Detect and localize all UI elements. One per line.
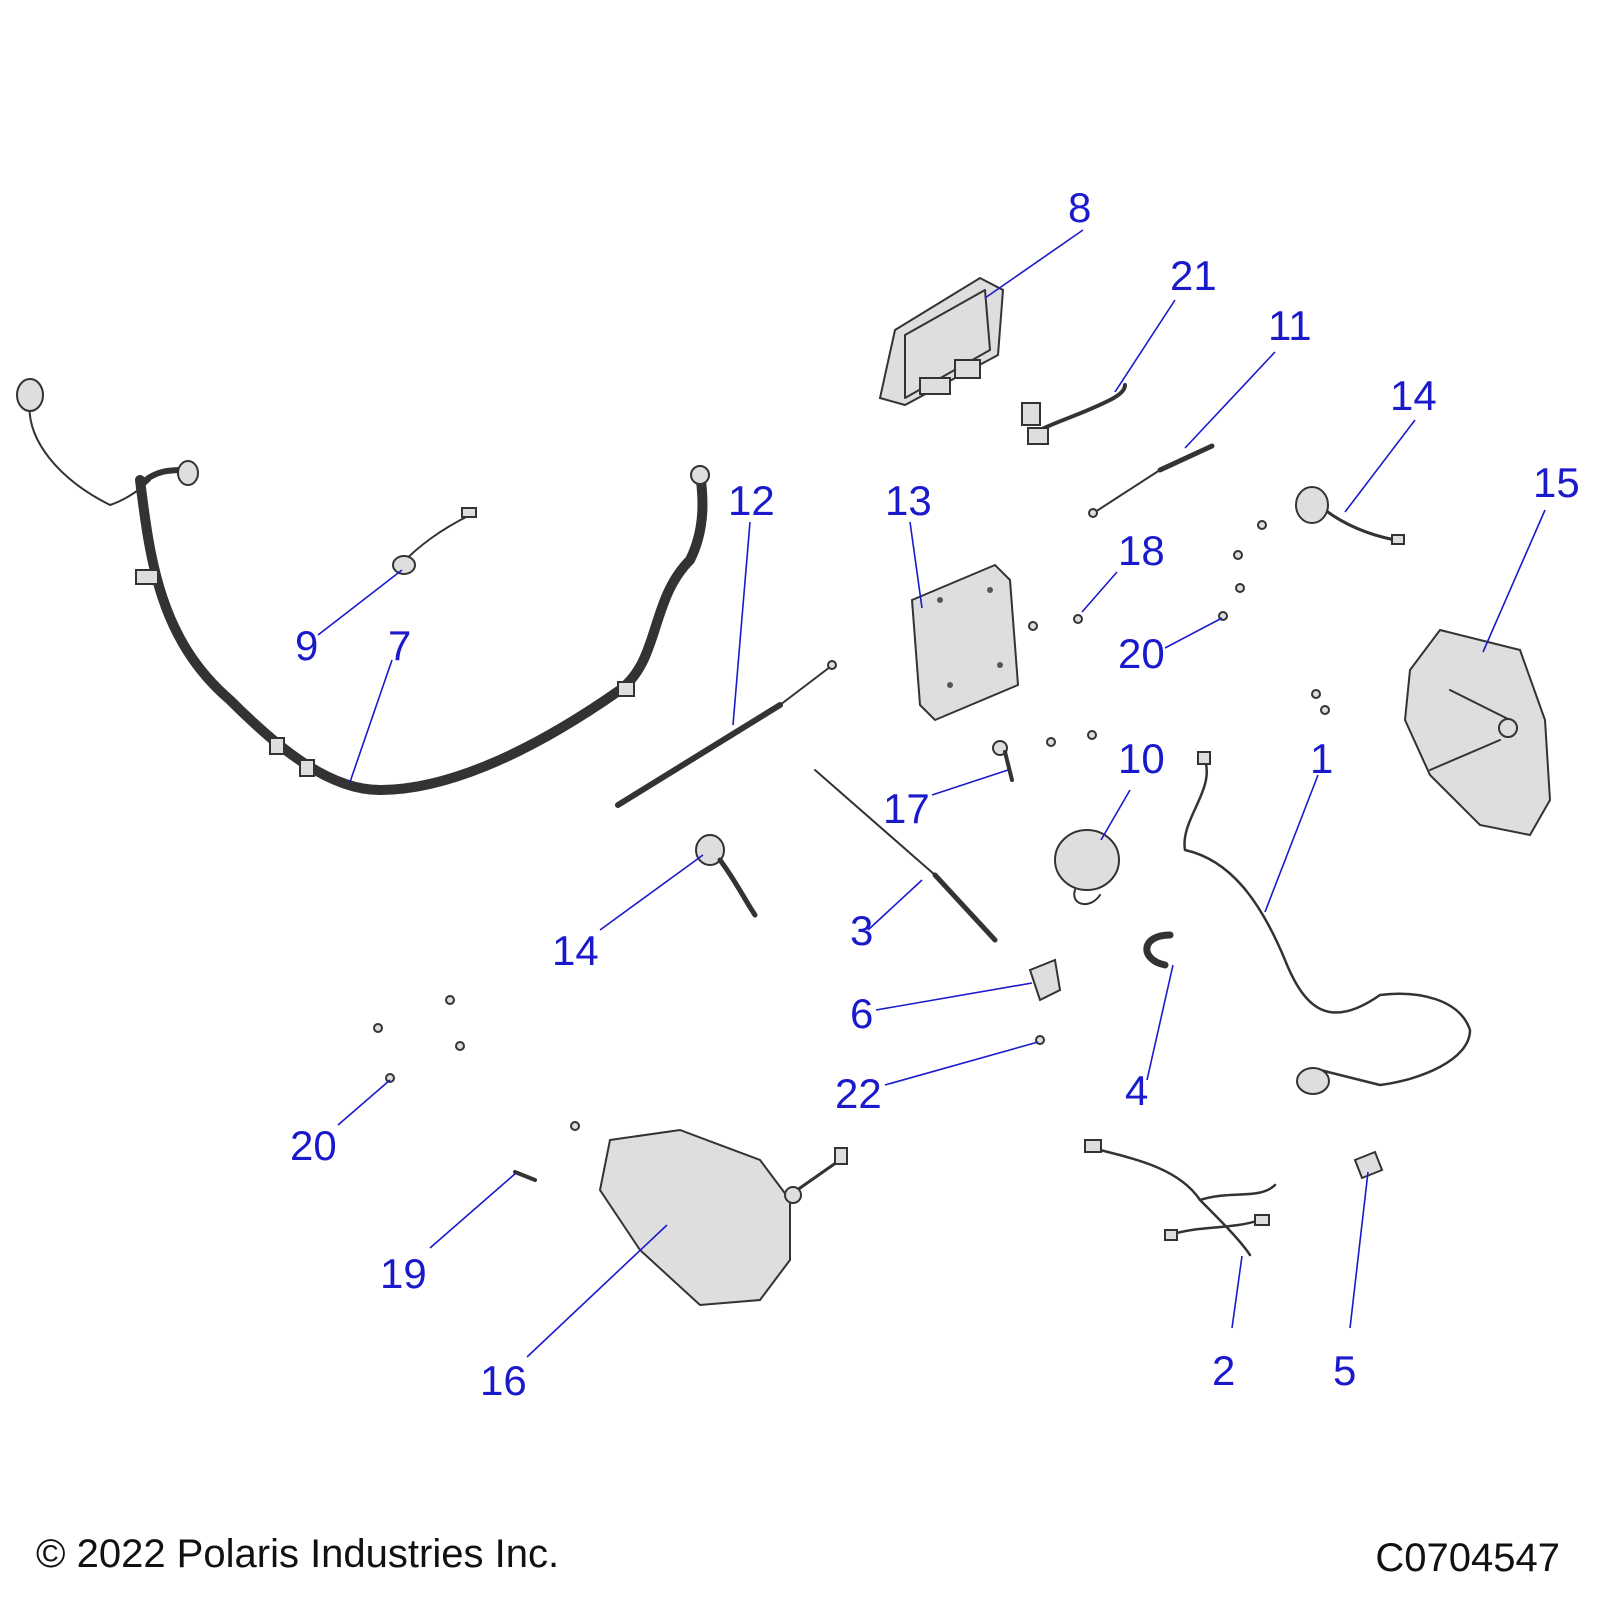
part-19-pin (513, 1170, 537, 1182)
part-14-connector-lower (695, 834, 758, 918)
callout-13: 13 (885, 477, 932, 524)
callout-19: 19 (380, 1250, 427, 1297)
part-16-housing (598, 1128, 848, 1307)
callout-14-lower: 14 (552, 927, 599, 974)
callout-20-left: 20 (290, 1122, 337, 1169)
callout-9: 9 (295, 622, 318, 669)
callout-11: 11 (1268, 302, 1312, 349)
part-9-connector (392, 507, 477, 575)
part-3-rod (814, 769, 998, 943)
callout-17: 17 (883, 785, 930, 832)
callout-6: 6 (850, 990, 873, 1037)
callout-8: 8 (1068, 184, 1091, 231)
callout-15: 15 (1533, 459, 1580, 506)
fasteners-group (373, 520, 1330, 1131)
callout-14-upper: 14 (1390, 372, 1437, 419)
leader-lines (317, 229, 1546, 1358)
callout-3: 3 (850, 907, 873, 954)
part-11-cable (1088, 443, 1215, 518)
part-17-bolt (992, 740, 1014, 782)
part-4-u-clip (1143, 931, 1174, 969)
callout-21: 21 (1170, 252, 1217, 299)
part-13-mounting-plate (910, 563, 1020, 722)
callout-1: 1 (1310, 735, 1333, 782)
part-14-connector-upper (1295, 486, 1405, 545)
callout-5: 5 (1333, 1347, 1356, 1394)
callout-7: 7 (388, 622, 411, 669)
part-5-connector (1353, 1150, 1384, 1180)
callout-18: 18 (1118, 527, 1165, 574)
copyright-notice: © 2022 Polaris Industries Inc. (36, 1532, 560, 1576)
callout-10: 10 (1118, 735, 1165, 782)
part-6-bracket (1028, 958, 1062, 1002)
part-2-wiring-harness (1084, 1139, 1277, 1257)
part-7-harness-cable (16, 378, 710, 795)
callout-4: 4 (1125, 1067, 1148, 1114)
callout-numbers: 1 2 3 4 5 6 7 8 9 10 11 12 13 14 14 15 1… (290, 184, 1580, 1404)
callout-22: 22 (835, 1070, 882, 1117)
callout-20-right: 20 (1118, 630, 1165, 677)
part-15-housing (1403, 628, 1552, 837)
part-1-sensor-cable (1183, 751, 1472, 1095)
part-8-display-unit (878, 276, 1005, 407)
callout-2: 2 (1212, 1347, 1235, 1394)
part-12-cable-sheath (615, 660, 837, 808)
callout-12: 12 (728, 477, 775, 524)
callout-16: 16 (480, 1357, 527, 1404)
part-10-cap (1054, 829, 1120, 905)
diagram-code: C0704547 (1375, 1536, 1560, 1580)
part-21-small-harness (1021, 383, 1127, 445)
